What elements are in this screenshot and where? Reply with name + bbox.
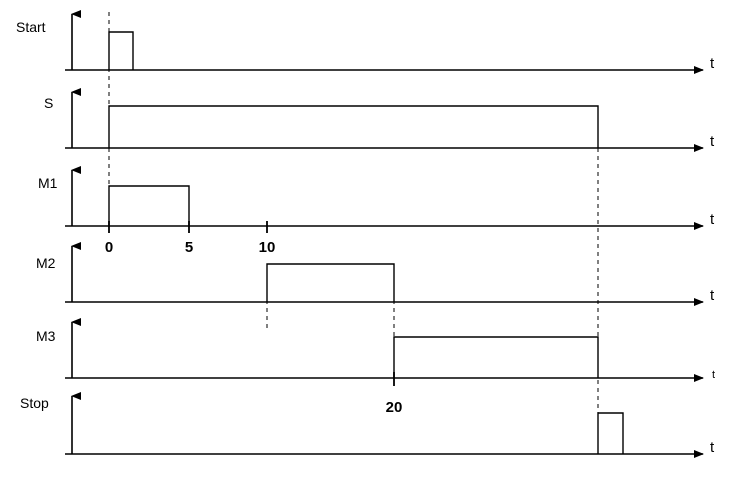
row-m1: M1 t 0 5 10 bbox=[38, 166, 715, 256]
t-label-m3: t bbox=[712, 369, 715, 381]
signal-label-start: Start bbox=[16, 19, 46, 35]
t-label-stop: t bbox=[710, 439, 715, 456]
signal-label-m2: M2 bbox=[36, 255, 56, 271]
t-label-start: t bbox=[710, 55, 715, 72]
row-m2: M2 t bbox=[36, 242, 715, 306]
t-label-s: t bbox=[710, 133, 715, 150]
waveform-m2 bbox=[266, 263, 395, 302]
waveform-start bbox=[108, 31, 134, 70]
time-label-0: 0 bbox=[105, 239, 113, 256]
waveform-m1 bbox=[108, 185, 190, 226]
signal-label-m3: M3 bbox=[36, 328, 56, 344]
signal-label-s: S bbox=[44, 95, 53, 111]
time-label-20: 20 bbox=[386, 399, 403, 416]
row-start: Start t bbox=[16, 10, 715, 74]
time-label-10: 10 bbox=[259, 239, 276, 256]
row-s: S t bbox=[44, 88, 715, 152]
guide-lines bbox=[108, 12, 599, 415]
waveform-m3 bbox=[393, 336, 599, 378]
t-label-m1: t bbox=[710, 211, 715, 228]
t-label-m2: t bbox=[710, 287, 715, 304]
signal-label-m1: M1 bbox=[38, 175, 58, 191]
time-label-5: 5 bbox=[185, 239, 193, 256]
row-m3: M3 t 20 bbox=[36, 318, 715, 416]
waveform-s bbox=[108, 105, 599, 148]
row-stop: Stop t bbox=[20, 392, 715, 458]
waveform-stop bbox=[597, 412, 624, 454]
signal-label-stop: Stop bbox=[20, 395, 49, 411]
